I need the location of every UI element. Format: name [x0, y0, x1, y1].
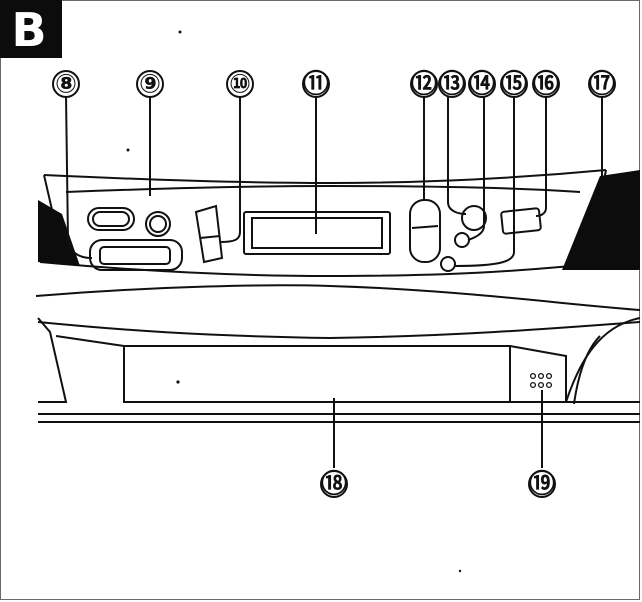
- callout-19: ⑲: [529, 469, 555, 500]
- callout-17: ⑰: [589, 69, 615, 100]
- callout-circle-11: [302, 70, 330, 98]
- leader-line-14: [467, 96, 485, 241]
- callout-18: ⑱: [321, 469, 347, 500]
- callout-circle-10: [226, 70, 254, 98]
- leader-line-10: [219, 96, 241, 243]
- right-speaker-outline: [564, 317, 641, 403]
- lid-curve: [35, 284, 641, 311]
- callout-13: ⑬: [439, 69, 465, 100]
- round-button-small[interactable]: [454, 232, 470, 248]
- round-button-small-lower[interactable]: [440, 256, 456, 272]
- round-knob-inner: [149, 215, 167, 233]
- left-speaker-outline: [37, 317, 68, 403]
- left-side-shadow: [38, 200, 80, 266]
- callout-circle-9: [136, 70, 164, 98]
- oval-button-inner: [92, 211, 130, 227]
- wide-button[interactable]: [89, 239, 183, 271]
- microphone-grille: [529, 372, 553, 389]
- control-panel: [39, 169, 611, 278]
- callout-circle-16: [532, 70, 560, 98]
- callout-10: ⑩: [229, 70, 251, 100]
- leader-line-8: [65, 95, 93, 259]
- round-button-large[interactable]: [461, 205, 487, 231]
- callout-circle-13: [438, 70, 466, 98]
- door-right-bevel: [509, 345, 567, 403]
- left-inner-ridge: [55, 335, 125, 347]
- callout-circle-19: [528, 470, 556, 498]
- panel-top-edge: [43, 169, 607, 185]
- callout-circle-14: [468, 70, 496, 98]
- lever-slot: [199, 235, 221, 239]
- section-badge: B: [0, 0, 62, 58]
- rocker-switch[interactable]: [409, 199, 441, 263]
- callout-14: ⑭: [469, 69, 495, 100]
- callout-circle-8: [52, 70, 80, 98]
- callout-15: ⑮: [501, 69, 527, 100]
- right-side-shadow: [562, 170, 640, 270]
- rocker-divider: [411, 225, 439, 229]
- section-letter: B: [11, 3, 47, 57]
- callout-16: ⑯: [533, 69, 559, 100]
- front-top-line: [37, 321, 641, 340]
- lever-switch[interactable]: [194, 204, 224, 264]
- leader-line-16: [535, 96, 547, 217]
- callout-circle-12: [410, 70, 438, 98]
- callout-9: ⑨: [139, 70, 161, 100]
- callout-12: ⑫: [411, 69, 437, 100]
- leader-line-13: [447, 96, 467, 215]
- panel-inner-top: [65, 184, 581, 193]
- wide-button-inner: [99, 246, 171, 265]
- right-inner-curve: [573, 335, 601, 405]
- callout-8: ⑧: [55, 70, 77, 100]
- round-knob[interactable]: [145, 211, 171, 237]
- rect-button[interactable]: [500, 207, 542, 235]
- callout-circle-18: [320, 470, 348, 498]
- callout-11: ⑪: [303, 69, 329, 100]
- print-specks: [126, 30, 462, 573]
- leader-line-15: [453, 96, 515, 267]
- cassette-door[interactable]: [123, 345, 511, 403]
- oval-button[interactable]: [87, 207, 135, 231]
- callout-circle-17: [588, 70, 616, 98]
- callout-circle-15: [500, 70, 528, 98]
